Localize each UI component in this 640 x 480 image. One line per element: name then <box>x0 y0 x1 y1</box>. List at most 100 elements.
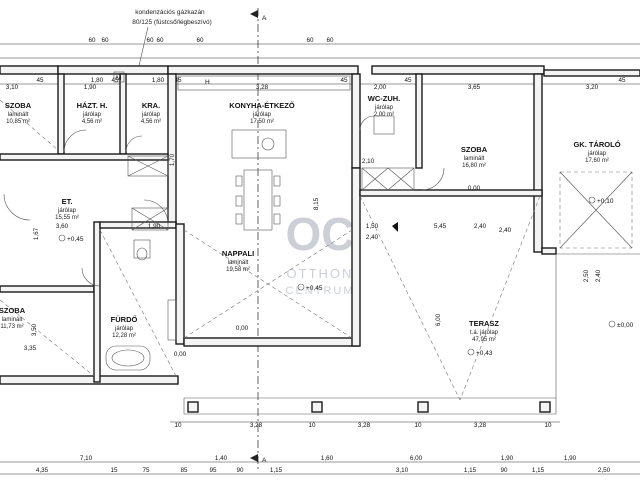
dim-mid: 2,40 <box>366 234 379 241</box>
dim-mid: 2,50 <box>583 269 590 282</box>
room-garazs: GK. TÁROLÓ járólap 17,60 m² <box>573 140 620 164</box>
dim-bot1: 10 <box>308 422 316 429</box>
room-floor: járólap <box>252 112 272 118</box>
dim-top1-4: 60 <box>306 37 314 44</box>
dim-top2-1: 45 <box>36 77 44 84</box>
room-area: 19,58 m² <box>226 267 250 273</box>
fixture-m-label: M <box>116 75 121 82</box>
room-floor: járólap <box>141 112 161 118</box>
dim-mid: 2,10 <box>362 158 375 165</box>
room-area: 4,56 m² <box>82 119 102 125</box>
dim-mid: 2,40 <box>474 223 487 230</box>
dim-bot3: 1,15 <box>270 467 283 474</box>
boiler-note-line1: kondenzációs gázkazán <box>135 9 205 16</box>
room-name: SZOBA <box>5 101 32 110</box>
level-markers: +0,45 +0,45 +0,43 +0,10 ±0,00 <box>58 196 634 357</box>
room-area: 17,60 m² <box>585 158 609 164</box>
dim-bot3: 90 <box>236 467 244 474</box>
dim-mid: 3,35 <box>24 345 37 352</box>
dim-top2-3: 1,90 <box>84 84 97 91</box>
level-marker: +0,43 <box>467 348 493 357</box>
dim-bot2: 6,00 <box>410 455 423 462</box>
dim-bot1: 10 <box>174 422 182 429</box>
room-nappali: NAPPALI laminált 19,58 m² <box>222 249 254 273</box>
room-furdo: FÜRDŐ járólap 12,28 m² <box>111 315 138 339</box>
room-haztartasi: HÁZT. H. járólap 4,56 m² <box>77 101 108 125</box>
room-name: KONYHA-ÉTKEZŐ <box>229 101 295 110</box>
walls <box>0 65 640 413</box>
room-kamra: KRA. járólap 4,56 m² <box>141 101 161 125</box>
room-eloter: ET. járólap 15,55 m² <box>55 197 79 221</box>
room-name: GK. TÁROLÓ <box>573 140 620 149</box>
top-dimensions: 60 60 60 60 60 60 60 3,10 45 1,80 1,90 4… <box>0 37 640 91</box>
dim-top1-2: 60 <box>146 37 154 44</box>
dim-bot3: 2,50 <box>598 467 611 474</box>
room-terasz: TERASZ t.á. járólap 47,95 m² <box>469 319 499 343</box>
dim-mid: 5,45 <box>434 223 447 230</box>
dim-bot1: 3,28 <box>358 422 371 429</box>
room-floor: laminált <box>2 317 23 323</box>
dim-bot3: 85 <box>180 467 188 474</box>
dim-mid: 1,90 <box>148 223 161 230</box>
dim-bot3: 75 <box>142 467 150 474</box>
dim-top2-0: 3,10 <box>6 84 19 91</box>
dim-top2-10: 45 <box>404 77 412 84</box>
room-floor: t.á. járólap <box>470 330 499 336</box>
dim-top2-5: 1,80 <box>152 77 165 84</box>
dim-top1-5: 60 <box>326 37 334 44</box>
dim-top2-8: 45 <box>340 77 348 84</box>
dim-mid: 0,00 <box>468 185 481 192</box>
dim-bot2: 1,90 <box>501 455 514 462</box>
room-floor: laminált <box>8 112 29 118</box>
dim-bot1: 10 <box>544 422 552 429</box>
dim-top2-7: 3,28 <box>256 84 269 91</box>
room-labels: SZOBA laminált 10,85 m² HÁZT. H. járólap… <box>0 94 621 343</box>
room-floor: járólap <box>114 326 134 332</box>
room-szoba-2: SZOBA laminált 16,80 m² <box>461 145 488 169</box>
dim-mid: 8,15 <box>313 197 320 210</box>
dim-bot3: 1,15 <box>532 467 545 474</box>
dim-mid: 0,00 <box>236 325 249 332</box>
room-area: 47,95 m² <box>472 337 496 343</box>
watermark: OC OTTHON CENTRUM <box>286 208 355 297</box>
room-floor: járólap <box>587 151 607 157</box>
room-konyha-etkezo: KONYHA-ÉTKEZŐ járólap 17,50 m² <box>229 101 295 125</box>
level-value: +0,45 <box>306 285 323 292</box>
dim-top1-3: 60 <box>156 37 164 44</box>
level-value: +0,45 <box>67 236 84 243</box>
room-name: SZOBA <box>461 145 488 154</box>
dim-top1-0: 60 <box>88 37 96 44</box>
dim-top2-13: 45 <box>618 77 626 84</box>
dim-top2-4: 45 <box>111 77 119 84</box>
level-value: +0,10 <box>597 198 614 205</box>
section-axis: A A <box>250 8 267 472</box>
room-name: KRA. <box>142 101 160 110</box>
boiler-note: kondenzációs gázkazán 80/125 (füstcső/lé… <box>132 9 212 71</box>
dim-mid: 3,50 <box>31 323 38 336</box>
boiler-note-line2: 80/125 (füstcső/légbeszívó) <box>132 19 212 26</box>
room-szoba-1: SZOBA laminált 10,85 m² <box>5 101 32 125</box>
room-floor: laminált <box>228 260 249 266</box>
dim-bot3: 1,15 <box>464 467 477 474</box>
room-name: FÜRDŐ <box>111 315 138 324</box>
axis-label-top: A <box>262 15 267 22</box>
interior-dimensions: 3,60 1,90 1,50 2,40 5,45 2,40 6,00 3,50 … <box>24 153 602 358</box>
dim-mid: 0,00 <box>174 351 187 358</box>
dim-mid: 2,40 <box>595 269 602 282</box>
dim-mid: 1,67 <box>33 227 40 240</box>
room-szoba-3: SZOBA laminált 11,73 m² <box>0 306 26 330</box>
room-name: SZOBA <box>0 306 26 315</box>
level-marker: +0,45 <box>297 283 323 292</box>
dim-bot3: 3,10 <box>396 467 409 474</box>
dim-mid: 6,00 <box>435 313 442 326</box>
dim-mid: 3,60 <box>56 223 69 230</box>
room-area: 10,85 m² <box>6 119 30 125</box>
fixture-h-label: H <box>205 79 210 86</box>
watermark-line2: CENTRUM <box>286 285 355 297</box>
room-floor: járólap <box>82 112 102 118</box>
dim-top2-11: 3,65 <box>468 84 481 91</box>
dim-bot2: 1,90 <box>564 455 577 462</box>
watermark-logo: OC <box>286 208 355 260</box>
level-marker: +0,45 <box>58 234 84 243</box>
dim-bot2: 1,40 <box>215 455 228 462</box>
